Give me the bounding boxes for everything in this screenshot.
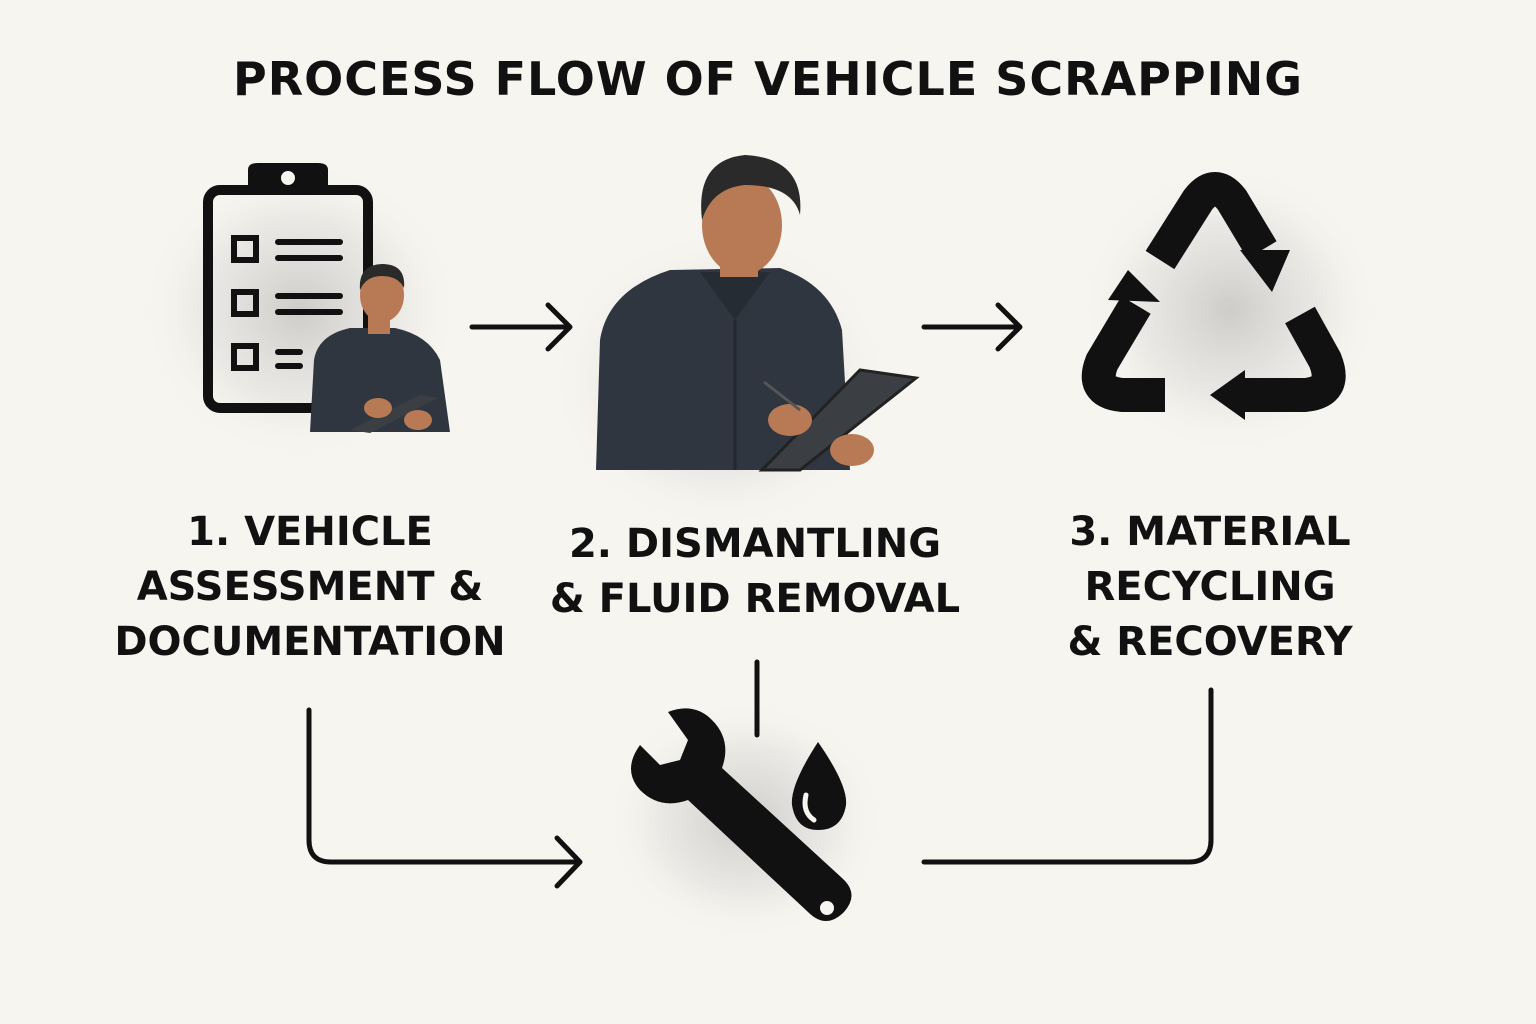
arrow-step2-to-step3 [921, 302, 1023, 352]
connector-step3-to-center [921, 687, 1214, 865]
step-3-label: 3. MATERIAL RECYCLING & RECOVERY [1067, 509, 1353, 665]
wrench-icon [631, 708, 852, 921]
arrow-step1-to-step2 [469, 302, 573, 352]
step-2-label: 2. DISMANTLING & FLUID REMOVAL [549, 521, 961, 622]
flow-connectors [306, 302, 1214, 889]
recycle-icon [1081, 172, 1346, 412]
step-1-label: 1. VEHICLE ASSESSMENT & DOCUMENTATION [114, 509, 506, 665]
diagram-title: PROCESS FLOW OF VEHICLE SCRAPPING [233, 52, 1303, 106]
small-inspector-figure [310, 264, 450, 433]
inspector-with-clipboard-figure [596, 155, 920, 472]
connector-step1-to-center [306, 707, 583, 889]
fluid-drop-icon [791, 742, 847, 830]
recycle-arrowheads [1108, 250, 1290, 420]
